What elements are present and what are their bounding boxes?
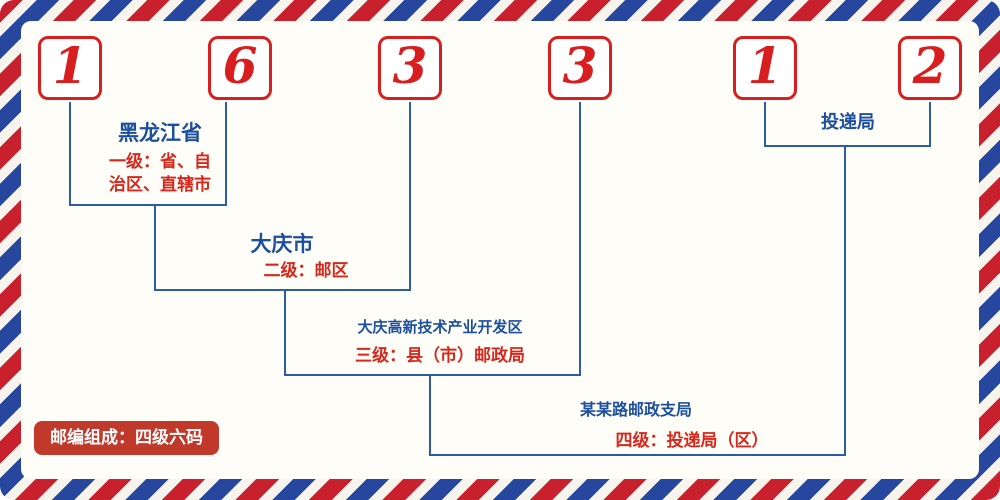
digit-box-4: 3 (548, 36, 612, 100)
city-name: 大庆市 (250, 232, 314, 256)
digit-box-6: 2 (898, 36, 962, 100)
county-level-desc: 三级：县（市）邮政局 (355, 346, 525, 366)
digit-2: 6 (222, 36, 258, 95)
province-level-desc-line1: 一级：省、自 (109, 152, 211, 172)
province-level-desc-line2: 治区、直辖市 (109, 175, 211, 195)
county-name: 大庆高新技术产业开发区 (357, 318, 523, 336)
digit-1: 1 (52, 36, 88, 95)
digit-4: 3 (562, 36, 598, 95)
digit-box-3: 3 (378, 36, 442, 100)
digit-box-5: 1 (733, 36, 797, 100)
digit-box-2: 6 (208, 36, 272, 100)
digit-5: 1 (747, 36, 783, 95)
province-name: 黑龙江省 (118, 121, 202, 145)
diagram-panel (21, 21, 979, 479)
branch-name: 某某路邮政支局 (579, 400, 693, 419)
delivery-office-name: 投递局 (821, 112, 875, 133)
branch-level-desc: 四级：投递局（区） (615, 431, 769, 451)
digit-6: 2 (912, 36, 948, 95)
digit-box-1: 1 (38, 36, 102, 100)
city-level-desc: 二级：邮区 (263, 261, 349, 281)
digit-3: 3 (392, 36, 428, 95)
composition-badge: 邮编组成：四级六码 (34, 421, 219, 455)
